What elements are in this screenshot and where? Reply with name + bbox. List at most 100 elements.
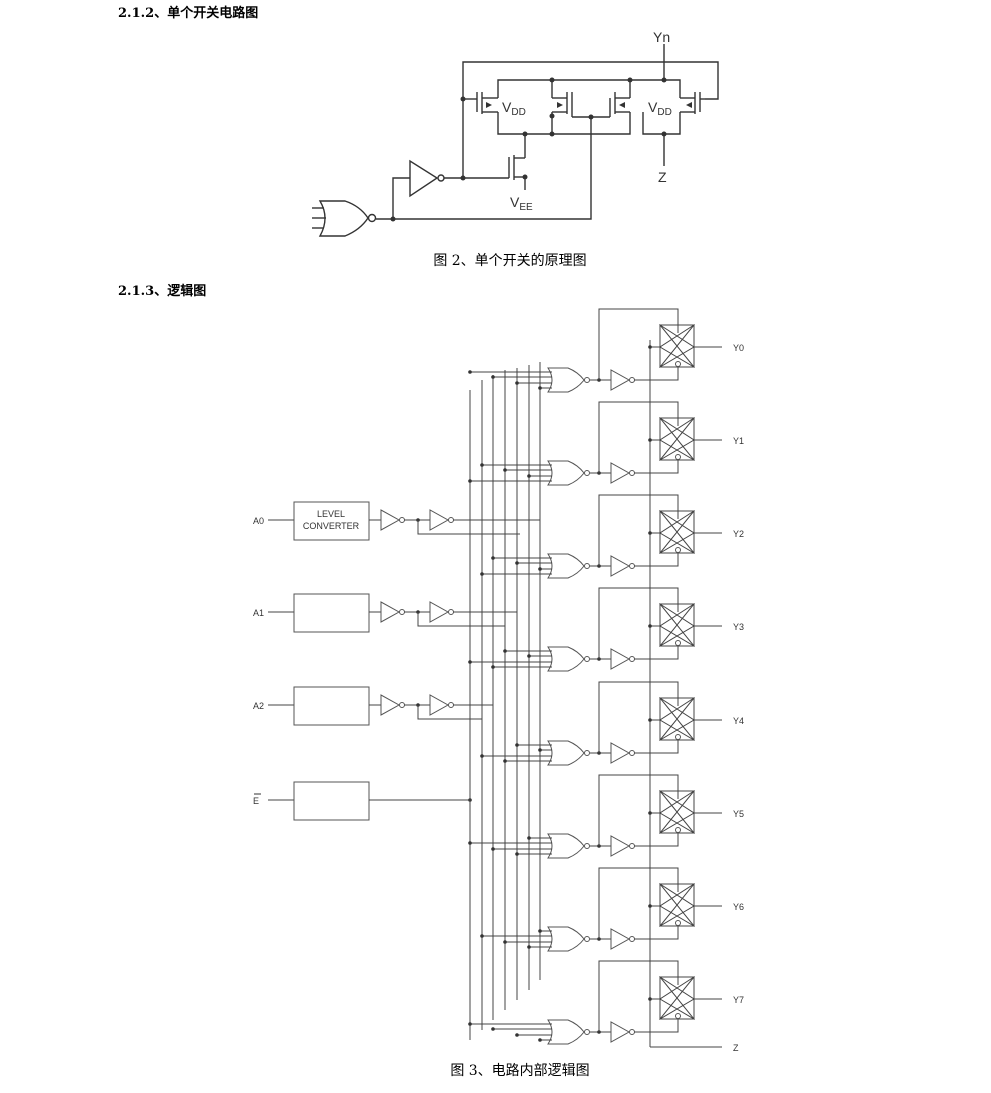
nor-gate-icon <box>547 740 585 766</box>
inverter-icon <box>610 648 631 670</box>
transmission-gate-icon <box>658 417 696 461</box>
junction-dot <box>491 1027 495 1031</box>
junction-dot <box>648 997 652 1001</box>
junction-dot <box>468 1022 472 1026</box>
output-label-y4: Y4 <box>733 716 744 726</box>
transmission-gate-icon <box>658 883 696 927</box>
inverter-bubble <box>629 750 635 756</box>
complement-wire <box>417 612 505 627</box>
nor-gate-icon <box>547 926 585 952</box>
inverter-bubble <box>629 470 635 476</box>
inverter-bubble <box>399 702 405 708</box>
inverter-bubble <box>629 1029 635 1035</box>
feedback-wire-top <box>462 61 719 100</box>
inverter-icon <box>429 694 450 716</box>
level-converter-block <box>293 781 370 821</box>
output-label-y0: Y0 <box>733 343 744 353</box>
tg-bubble <box>675 920 681 926</box>
inverter-icon <box>429 601 450 623</box>
control-wire-inv <box>634 641 679 660</box>
inverter-icon <box>610 555 631 577</box>
junction-dot <box>503 759 507 763</box>
control-wire <box>598 867 679 939</box>
tg-bubble <box>675 827 681 833</box>
control-wire-inv <box>634 735 679 754</box>
junction-dot <box>527 945 531 949</box>
inverter-icon <box>610 835 631 857</box>
junction-dot <box>480 572 484 576</box>
control-wire-inv <box>634 362 679 381</box>
junction-dot <box>468 841 472 845</box>
control-wire-inv <box>634 455 679 474</box>
transmission-gate-icon <box>658 697 696 741</box>
nor-bubble <box>584 470 590 476</box>
transmission-gate-triangle <box>659 697 695 741</box>
tg-bubble <box>675 361 681 367</box>
output-label-y7: Y7 <box>733 995 744 1005</box>
inverter-icon <box>380 694 401 716</box>
top-rail <box>497 79 681 98</box>
junction-dot <box>538 929 542 933</box>
nor-gate-icon <box>547 367 585 393</box>
inverter-icon <box>610 1021 631 1043</box>
control-wire-inv <box>634 548 679 567</box>
control-wire <box>598 960 679 1032</box>
control-wire <box>598 308 679 380</box>
transmission-gate-triangle <box>659 510 695 554</box>
junction-dot <box>503 468 507 472</box>
transistor-2 <box>552 92 590 118</box>
tg-bubble <box>675 454 681 460</box>
complement-wire <box>417 520 520 535</box>
input-label-a2: A2 <box>253 701 264 711</box>
transmission-gate-triangle <box>659 603 695 647</box>
transmission-gate-triangle <box>659 417 695 461</box>
inverter-bubble <box>629 377 635 383</box>
junction-dot <box>648 811 652 815</box>
junction-dot <box>527 474 531 478</box>
nor-bubble <box>584 1029 590 1035</box>
junction-dot <box>527 654 531 658</box>
tg-bubble <box>675 640 681 646</box>
inverter-bubble <box>629 936 635 942</box>
control-wire <box>598 401 679 473</box>
label-vee: VEE <box>510 194 533 213</box>
junction-dot <box>468 479 472 483</box>
transmission-gate-icon <box>658 976 696 1020</box>
junction-dot <box>527 836 531 840</box>
inverter-icon <box>610 742 631 764</box>
inverter-bubble <box>629 843 635 849</box>
nor-gate-icon <box>547 460 585 486</box>
control-wire-inv <box>634 1014 679 1033</box>
junction-dot <box>648 438 652 442</box>
junction-dots <box>390 77 667 222</box>
junction-dot <box>503 940 507 944</box>
tg-bubble <box>675 1013 681 1019</box>
junction-dot <box>468 370 472 374</box>
control-wire <box>598 587 679 659</box>
control-wire <box>598 494 679 566</box>
nor-gate-icon <box>547 833 585 859</box>
inverter-icon <box>610 928 631 950</box>
transmission-gate-triangle <box>659 883 695 927</box>
inverter-icon <box>610 462 631 484</box>
tg-bubble <box>675 734 681 740</box>
output-label-y1: Y1 <box>733 436 744 446</box>
junction-dot <box>515 561 519 565</box>
transmission-gate-icon <box>658 510 696 554</box>
inverter-icon <box>380 509 401 531</box>
section-heading-single-switch: 2.1.2、单个开关电路图 <box>118 6 259 21</box>
label-vdd-right: VDD <box>648 99 672 118</box>
inverter-bubble <box>437 174 445 182</box>
section-heading-logic-diagram: 2.1.3、逻辑图 <box>118 284 207 299</box>
level-converter-block <box>293 501 370 541</box>
bottom-rail-left <box>497 112 631 135</box>
junction-dot <box>480 463 484 467</box>
inverter-icon <box>429 509 450 531</box>
junction-dot <box>538 748 542 752</box>
junction-dot <box>648 624 652 628</box>
level-converter-block <box>293 686 370 726</box>
junction-dot <box>515 852 519 856</box>
junction-dot <box>538 386 542 390</box>
